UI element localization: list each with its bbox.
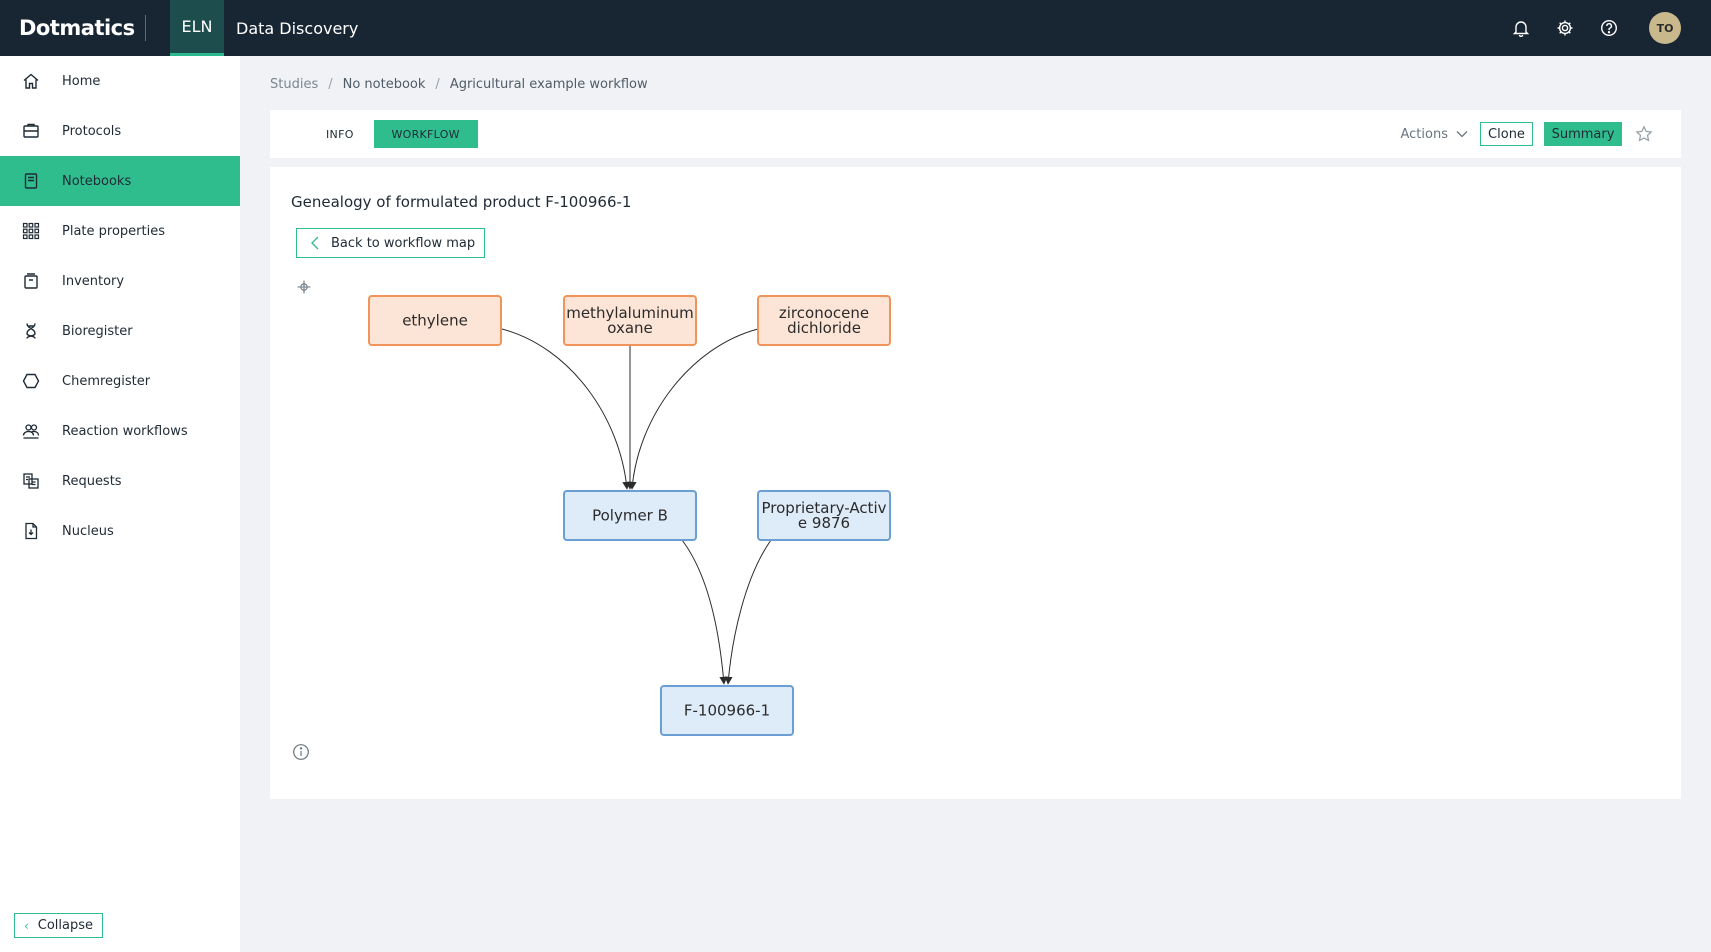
sidebar-item-label: Protocols [62,123,122,139]
sidebar-item-requests[interactable]: Requests [0,456,240,506]
collapse-button[interactable]: ‹ Collapse [14,913,103,938]
sidebar-item-label: Inventory [62,273,125,289]
notebook-icon [21,171,41,191]
sidebar-item-inventory[interactable]: Inventory [0,256,240,306]
document-icon [21,521,41,541]
collapse-label: Collapse [37,918,94,933]
help-icon[interactable] [1599,18,1619,38]
chevron-left-icon: ‹ [23,918,29,933]
breadcrumb-separator: / [435,76,440,92]
edge-proprietary-to-f-100966-1 [724,539,772,685]
app-logo[interactable]: Dotmatics [19,16,135,40]
sidebar-item-plate-properties[interactable]: Plate properties [0,206,240,256]
breadcrumb-separator: / [328,76,333,92]
top-right-tools: TO [1511,0,1711,56]
sidebar-item-label: Nucleus [62,523,114,539]
node-box [757,295,891,346]
node-label: methylaluminum [566,304,694,322]
bell-icon[interactable] [1511,18,1531,38]
sidebar-item-bioregister[interactable]: Bioregister [0,306,240,356]
actions-label: Actions [1400,126,1449,142]
top-bar: Dotmatics ELN Data Discovery TO [0,0,1711,56]
edge-zirconocene-to-polymer-b [628,328,759,490]
node-label: F-100966-1 [684,702,770,720]
sidebar-item-label: Plate properties [62,223,165,239]
requests-icon [21,471,41,491]
sidebar-item-label: Reaction workflows [62,423,188,439]
nav-eln[interactable]: ELN [170,0,224,56]
breadcrumb-current: Agricultural example workflow [449,76,648,92]
dna-icon [21,321,41,341]
page-title: Genealogy of formulated product F-100966… [291,193,632,211]
tabs-bar: INFO WORKFLOW Actions Clone Summary [270,110,1681,158]
node-polymer-b[interactable]: Polymer B [563,490,697,541]
node-ethylene[interactable]: ethylene [368,295,502,346]
sidebar-item-chemregister[interactable]: Chemregister [0,356,240,406]
node-label: Proprietary-Activ [762,499,887,517]
sidebar: Home Protocols Notebooks Plate propertie… [0,56,240,952]
users-icon [21,421,41,441]
node-label: zirconocene [779,304,869,322]
node-f-100966-1[interactable]: F-100966-1 [660,685,794,736]
move-icon[interactable] [297,279,311,294]
tab-info[interactable]: INFO [326,127,354,141]
tabs-actions: Actions Clone Summary [1401,110,1682,158]
inventory-icon [21,271,41,291]
summary-button[interactable]: Summary [1544,122,1622,146]
home-icon [21,71,41,91]
edge-polymer-b-to-f-100966-1 [681,539,728,685]
hexagon-icon [21,371,41,391]
breadcrumb-notebook[interactable]: No notebook [342,76,426,92]
gear-icon[interactable] [1555,18,1575,38]
sidebar-item-label: Notebooks [62,173,132,189]
tab-workflow[interactable]: WORKFLOW [373,120,478,148]
sidebar-item-protocols[interactable]: Protocols [0,106,240,156]
node-box [368,295,502,346]
sidebar-item-label: Home [62,73,101,89]
actions-dropdown[interactable]: Actions [1401,127,1469,142]
node-label: oxane [607,319,653,337]
back-label: Back to workflow map [331,235,476,251]
sidebar-item-label: Chemregister [62,373,151,389]
chevron-down-icon [1456,130,1468,138]
plate-grid-icon [21,221,41,241]
sidebar-item-label: Requests [62,473,122,489]
nav-data-discovery[interactable]: Data Discovery [236,18,359,38]
protocols-icon [21,121,41,141]
info-icon[interactable] [292,743,310,761]
node-box [563,490,697,541]
edge-ethylene-to-polymer-b [501,328,631,490]
node-box [757,490,891,541]
node-box [563,295,697,346]
node-label: ethylene [402,312,468,330]
sidebar-item-notebooks[interactable]: Notebooks [0,156,240,206]
star-icon[interactable] [1634,124,1654,144]
sidebar-item-home[interactable]: Home [0,56,240,106]
user-avatar[interactable]: TO [1649,12,1681,44]
clone-button[interactable]: Clone [1480,122,1533,146]
node-label: dichloride [787,319,861,337]
breadcrumb-studies[interactable]: Studies [270,76,319,92]
sidebar-item-label: Bioregister [62,323,133,339]
node-label: e 9876 [798,514,850,532]
node-label: Polymer B [592,507,668,525]
chevron-left-icon [311,236,319,250]
sidebar-item-reaction-workflows[interactable]: Reaction workflows [0,406,240,456]
node-box [660,685,794,736]
breadcrumb: Studies / No notebook / Agricultural exa… [270,76,648,92]
back-to-workflow-button[interactable]: Back to workflow map [296,228,485,258]
sidebar-item-nucleus[interactable]: Nucleus [0,506,240,556]
logo-divider [145,15,146,41]
